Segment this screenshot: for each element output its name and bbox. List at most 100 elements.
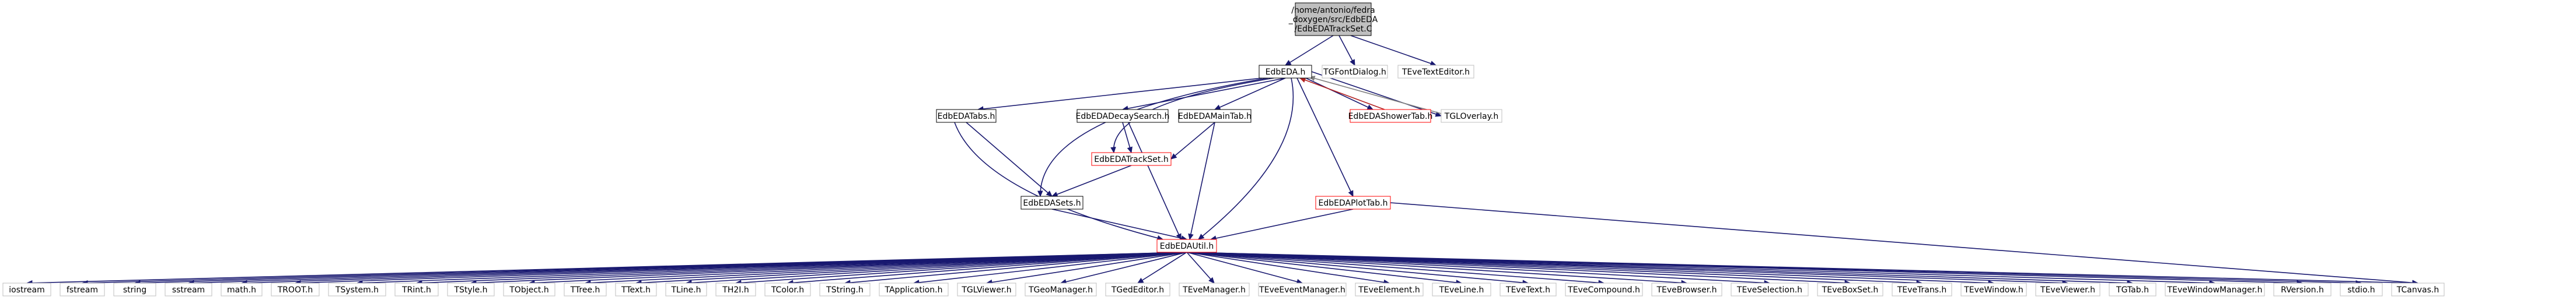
node-l9[interactable]: TObject.h bbox=[503, 283, 555, 297]
node-l0[interactable]: iostream bbox=[2, 283, 51, 297]
node-box bbox=[2165, 283, 2265, 297]
node-box bbox=[2, 283, 51, 297]
node-l30[interactable]: TEveWindow.h bbox=[1960, 283, 2027, 297]
node-l34[interactable]: RVersion.h bbox=[2273, 283, 2332, 297]
node-decay[interactable]: EdbEDADecaySearch.h bbox=[1076, 109, 1170, 123]
node-l23[interactable]: TEveLine.h bbox=[1432, 283, 1491, 297]
node-tabs[interactable]: EdbEDATabs.h bbox=[936, 109, 997, 123]
node-tevetexteditor[interactable]: TEveTextEditor.h bbox=[1397, 65, 1474, 79]
node-trackset[interactable]: EdbEDATrackSet.h bbox=[1091, 152, 1172, 166]
node-l21[interactable]: TEveEventManager.h bbox=[1258, 283, 1347, 297]
node-l25[interactable]: TEveCompound.h bbox=[1565, 283, 1643, 297]
node-l24[interactable]: TEveText.h bbox=[1500, 283, 1557, 297]
node-box bbox=[879, 283, 949, 297]
arrowhead-edbeda-to-trackset bbox=[1110, 147, 1116, 154]
node-label: TEveBoxSet.h bbox=[1822, 285, 1879, 295]
node-sets[interactable]: EdbEDASets.h bbox=[1020, 196, 1083, 210]
node-l33[interactable]: TEveWindowManager.h bbox=[2165, 283, 2265, 297]
node-box bbox=[564, 283, 607, 297]
node-label: TEveTextEditor.h bbox=[1401, 68, 1470, 77]
node-label: TEveManager.h bbox=[1182, 285, 1246, 295]
node-label: /EdbEDATrackSet.C bbox=[1294, 24, 1372, 34]
edge-util-to-l17 bbox=[986, 252, 1187, 284]
node-l29[interactable]: TEveTrans.h bbox=[1892, 283, 1952, 297]
node-l11[interactable]: TText.h bbox=[615, 283, 657, 297]
node-label: TEveTrans.h bbox=[1897, 285, 1947, 295]
node-l10[interactable]: TTree.h bbox=[564, 283, 607, 297]
node-box bbox=[503, 283, 555, 297]
node-l28[interactable]: TEveBoxSet.h bbox=[1817, 283, 1883, 297]
node-label: EdbEDA.h bbox=[1266, 68, 1306, 77]
node-l35[interactable]: stdio.h bbox=[2340, 283, 2383, 297]
arrowhead-maintab-to-trackset bbox=[1170, 153, 1177, 160]
node-box bbox=[1500, 283, 1557, 297]
node-tgloverlay[interactable]: TGLOverlay.h bbox=[1441, 109, 1502, 123]
arrowhead-tabs-to-sets bbox=[1046, 190, 1053, 197]
node-box bbox=[715, 283, 756, 297]
edge-tabs-to-util bbox=[954, 122, 1163, 240]
edge-util-to-l14 bbox=[787, 252, 1187, 284]
node-util[interactable]: EdbEDAUtil.h bbox=[1156, 239, 1217, 253]
node-box bbox=[1731, 283, 1809, 297]
node-l32[interactable]: TGTab.h bbox=[2109, 283, 2156, 297]
node-l2[interactable]: string bbox=[113, 283, 156, 297]
node-l26[interactable]: TEveBrowser.h bbox=[1651, 283, 1722, 297]
node-l12[interactable]: TLine.h bbox=[665, 283, 707, 297]
node-l1[interactable]: fstream bbox=[60, 283, 105, 297]
edge-util-to-l28 bbox=[1186, 252, 1851, 284]
node-plottab[interactable]: EdbEDAPlotTab.h bbox=[1315, 196, 1391, 210]
node-l3[interactable]: sstream bbox=[165, 283, 212, 297]
node-label: TGTab.h bbox=[2116, 285, 2149, 295]
node-showertab[interactable]: EdbEDAShowerTab.h bbox=[1348, 109, 1433, 123]
node-l20[interactable]: TEveManager.h bbox=[1179, 283, 1250, 297]
node-l4[interactable]: math.h bbox=[221, 283, 263, 297]
node-label: TString.h bbox=[826, 285, 864, 295]
node-l17[interactable]: TGLViewer.h bbox=[957, 283, 1016, 297]
node-box bbox=[819, 283, 871, 297]
node-label: TStyle.h bbox=[453, 285, 487, 295]
edges-layer bbox=[26, 35, 2419, 286]
node-l27[interactable]: TEveSelection.h bbox=[1731, 283, 1809, 297]
edge-tgloverlay-to-edbeda bbox=[1309, 76, 1442, 114]
node-box bbox=[447, 283, 495, 297]
node-label: TGFontDialog.h bbox=[1323, 68, 1386, 77]
node-maintab[interactable]: EdbEDAMainTab.h bbox=[1178, 109, 1252, 123]
node-label: TEveSelection.h bbox=[1736, 285, 1802, 295]
node-label: TCanvas.h bbox=[2396, 285, 2439, 295]
node-box bbox=[615, 283, 657, 297]
node-l18[interactable]: TGeoManager.h bbox=[1025, 283, 1097, 297]
node-l7[interactable]: TRint.h bbox=[394, 283, 439, 297]
node-l31[interactable]: TEveViewer.h bbox=[2035, 283, 2100, 297]
node-box bbox=[1076, 109, 1169, 123]
edge-root-to-tgfontdialog bbox=[1338, 35, 1355, 66]
node-l5[interactable]: TROOT.h bbox=[271, 283, 320, 297]
node-l36[interactable]: TCanvas.h bbox=[2391, 283, 2445, 297]
edge-util-to-l24 bbox=[1186, 252, 1529, 284]
edge-util-to-l18 bbox=[1060, 252, 1187, 284]
node-l22[interactable]: TEveElement.h bbox=[1355, 283, 1424, 297]
node-l8[interactable]: TStyle.h bbox=[447, 283, 495, 297]
node-label: EdbEDATrackSet.h bbox=[1094, 155, 1168, 164]
node-l15[interactable]: TString.h bbox=[819, 283, 871, 297]
arrowhead-edbeda-to-util bbox=[1198, 234, 1205, 240]
node-box bbox=[1315, 196, 1391, 210]
node-l13[interactable]: TH2I.h bbox=[715, 283, 756, 297]
edge-util-to-l20 bbox=[1186, 252, 1215, 284]
edge-edbeda-to-maintab bbox=[1214, 77, 1286, 110]
edge-maintab-to-util bbox=[1189, 122, 1215, 240]
node-l16[interactable]: TApplication.h bbox=[879, 283, 949, 297]
node-label: TGLOverlay.h bbox=[1444, 112, 1498, 121]
node-box bbox=[1397, 65, 1474, 79]
node-l6[interactable]: TSystem.h bbox=[328, 283, 386, 297]
node-tgfontdialog[interactable]: TGFontDialog.h bbox=[1322, 65, 1388, 79]
arrowhead-maintab-to-util bbox=[1188, 233, 1194, 241]
edge-edbeda-to-sets bbox=[1040, 77, 1268, 197]
node-box bbox=[394, 283, 439, 297]
node-edbeda[interactable]: EdbEDA.h bbox=[1259, 65, 1312, 79]
node-box bbox=[2035, 283, 2100, 297]
arrowhead-edbeda-to-showertab bbox=[1366, 104, 1374, 110]
node-l19[interactable]: TGedEditor.h bbox=[1105, 283, 1170, 297]
node-label: EdbEDAUtil.h bbox=[1160, 242, 1214, 251]
node-l14[interactable]: TColor.h bbox=[764, 283, 811, 297]
node-box bbox=[60, 283, 105, 297]
